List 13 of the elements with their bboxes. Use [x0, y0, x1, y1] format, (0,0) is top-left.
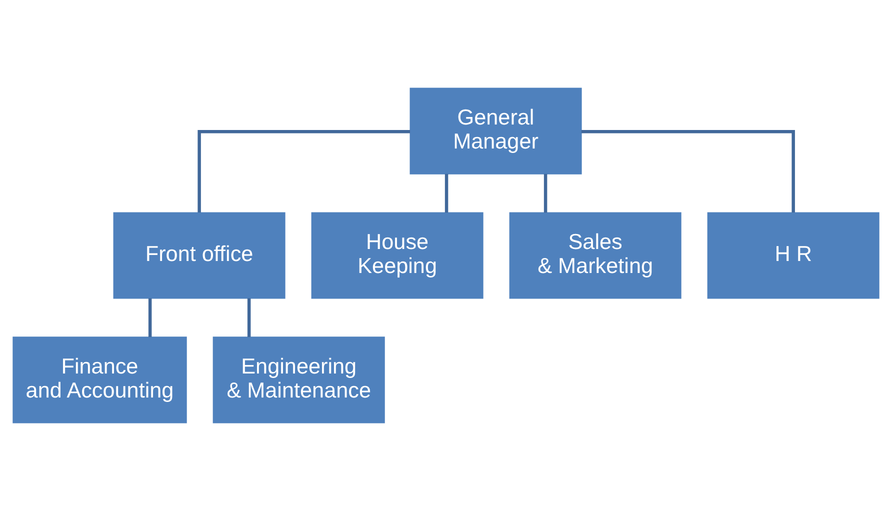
connector: [198, 129, 410, 212]
connector: [581, 129, 795, 212]
node-box: Sales & Marketing: [509, 212, 682, 298]
connector: [148, 298, 152, 337]
node-box: Engineering & Maintenance: [212, 336, 385, 423]
node-box: General Manager: [410, 87, 582, 174]
node-box: House Keeping: [311, 212, 484, 298]
node-box: H R: [707, 212, 880, 298]
connector: [544, 173, 548, 212]
node-box: Front office: [113, 212, 286, 298]
connector: [444, 173, 448, 212]
node-box: Finance and Accounting: [12, 336, 187, 423]
connector: [247, 298, 251, 337]
